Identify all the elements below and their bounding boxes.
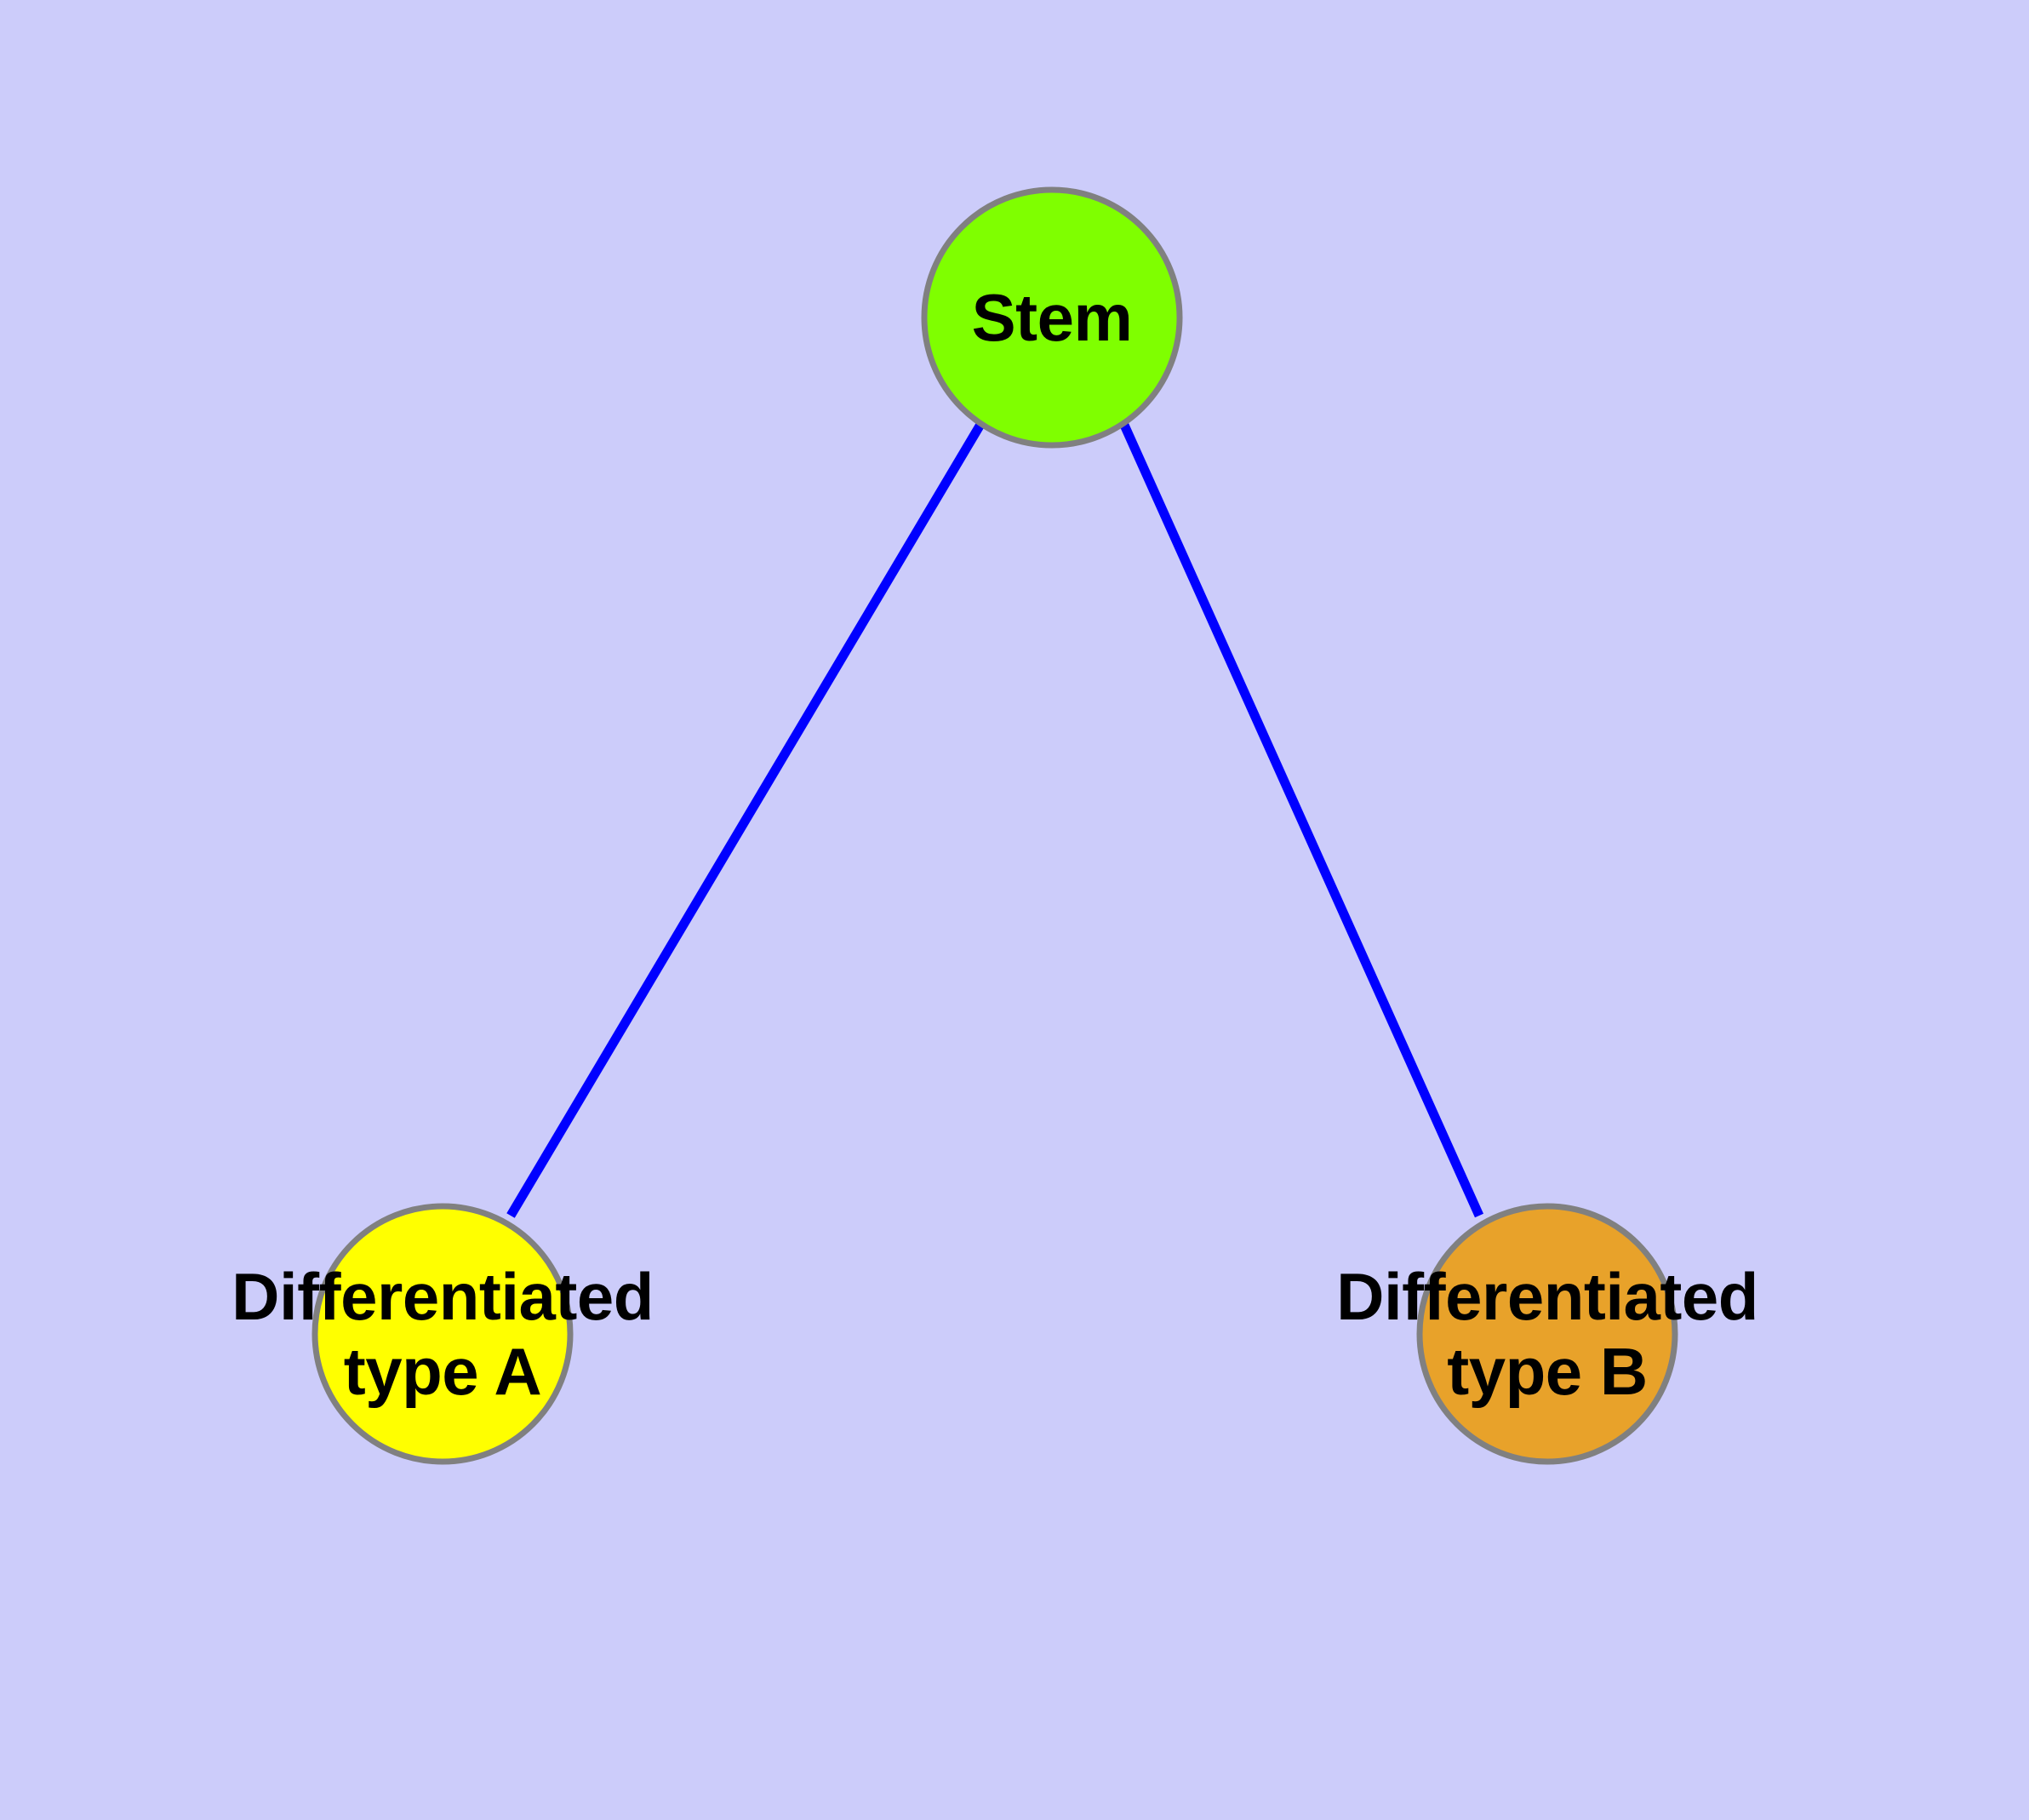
graph-edge-stem-to-a bbox=[506, 421, 986, 1218]
edge-layer bbox=[506, 421, 1484, 1218]
graph-node-diff_b[interactable] bbox=[1416, 1203, 1678, 1465]
node-layer bbox=[311, 186, 1678, 1465]
graph-node-stem[interactable] bbox=[921, 186, 1183, 449]
graph-edge-stem-to-b bbox=[1118, 421, 1484, 1218]
graph-node-diff_a[interactable] bbox=[311, 1203, 574, 1465]
